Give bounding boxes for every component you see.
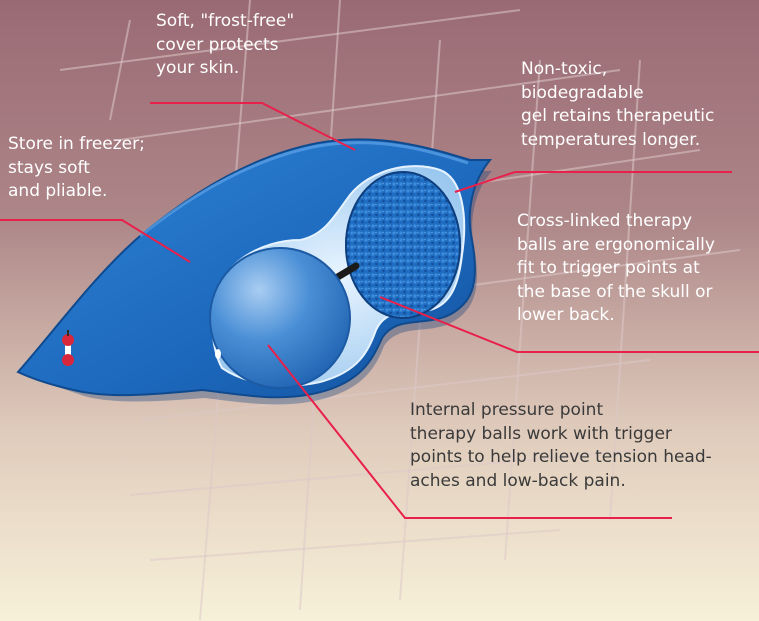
callout-freezer: Store in freezer; stays soft and pliable…: [8, 133, 145, 204]
callout-balls: Cross-linked therapy balls are ergonomic…: [517, 210, 715, 328]
pressure-therapy-ball: [210, 248, 350, 388]
ball-highlight: [215, 349, 221, 359]
callout-gel: Non-toxic, biodegradable gel retains the…: [521, 58, 714, 152]
callout-cover: Soft, "frost-free" cover protects your s…: [156, 10, 294, 81]
callout-pressure: Internal pressure point therapy balls wo…: [410, 399, 712, 493]
